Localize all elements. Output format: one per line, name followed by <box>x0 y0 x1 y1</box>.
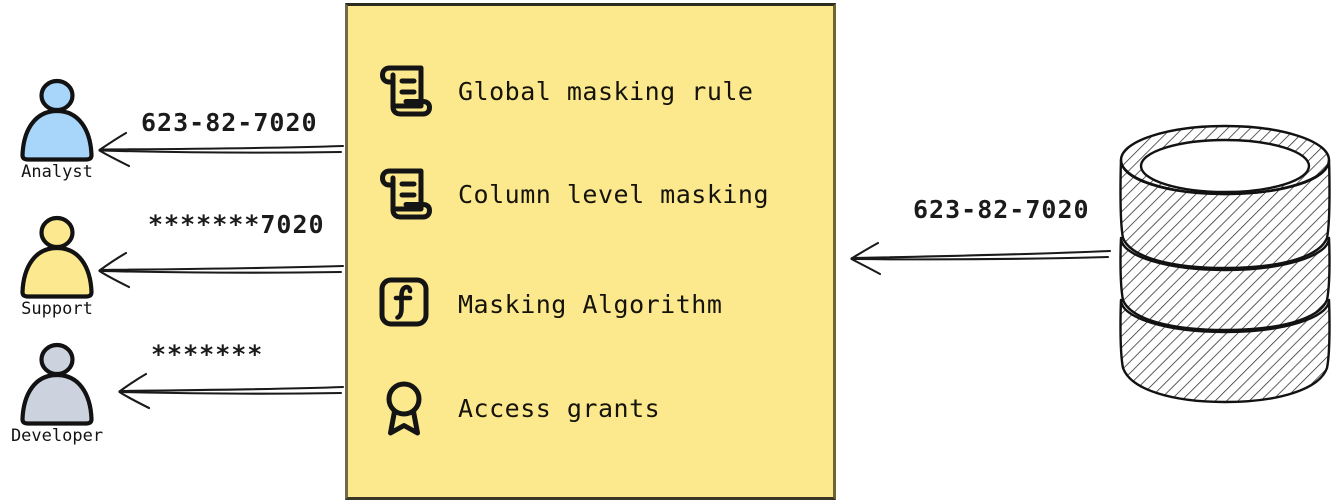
award-icon <box>386 381 422 436</box>
arrow-to-analyst <box>98 131 345 168</box>
person-icon <box>20 342 94 426</box>
policy-item-label: Masking Algorithm <box>458 289 723 319</box>
policy-item-masking-algorithm[interactable]: Masking Algorithm <box>376 274 722 334</box>
database-tier-top <box>1119 124 1331 270</box>
actor-label: Developer <box>10 426 104 446</box>
person-icon <box>20 78 94 162</box>
actor-label: Support <box>21 299 93 319</box>
policy-item-global-masking-rule[interactable]: Global masking rule <box>376 61 753 121</box>
flow-label-analyst: 623-82-7020 <box>141 108 318 137</box>
flow-label-developer: ******* <box>151 340 264 369</box>
actor-developer: Developer <box>2 342 112 446</box>
database-tier-middle <box>1119 236 1331 332</box>
actor-analyst: Analyst <box>2 78 112 182</box>
scroll-icon <box>380 168 432 220</box>
person-icon <box>20 215 94 299</box>
actor-label: Analyst <box>21 162 93 182</box>
policy-item-label: Access grants <box>458 393 661 423</box>
policy-item-label: Column level masking <box>458 179 770 209</box>
policy-item-label: Global masking rule <box>458 76 754 106</box>
scroll-icon <box>380 65 432 117</box>
database-tier-bottom <box>1119 298 1331 404</box>
database-cylinder-icon <box>1119 124 1331 404</box>
policy-panel: Global masking rule Column level masking <box>345 3 836 500</box>
policy-item-access-grants[interactable]: Access grants <box>376 378 660 438</box>
arrow-to-developer <box>118 372 345 410</box>
actor-support: Support <box>2 215 112 319</box>
flow-label-database: 623-82-7020 <box>913 195 1090 224</box>
policy-item-column-level-masking[interactable]: Column level masking <box>376 164 769 224</box>
function-icon <box>379 277 429 327</box>
arrow-from-database <box>850 241 1112 276</box>
flow-label-support: *******7020 <box>148 210 325 239</box>
arrow-to-support <box>98 251 345 289</box>
